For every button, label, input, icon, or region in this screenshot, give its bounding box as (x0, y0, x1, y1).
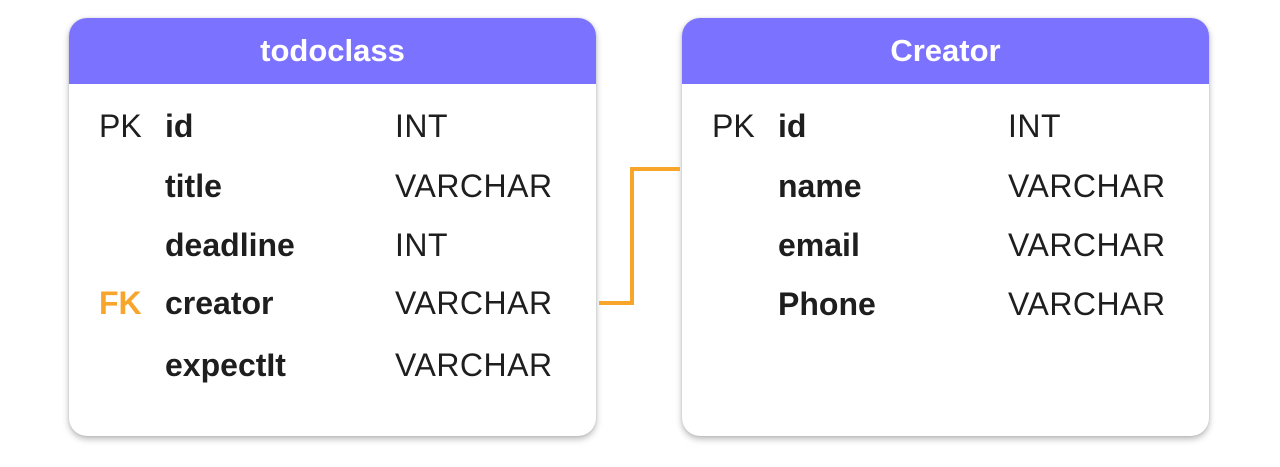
column-type: INT (1008, 108, 1062, 144)
column-name: deadline (165, 227, 295, 263)
column-row-title[interactable]: title VARCHAR (69, 168, 596, 212)
entity-creator[interactable]: Creator PK id INT name VARCHAR email VAR… (682, 18, 1209, 436)
column-name: id (778, 108, 807, 144)
column-type: INT (395, 108, 449, 144)
key-label-fk: FK (99, 285, 142, 321)
column-row-email[interactable]: email VARCHAR (682, 227, 1209, 271)
column-row-id[interactable]: PK id INT (69, 108, 596, 152)
column-row-id[interactable]: PK id INT (682, 108, 1209, 152)
key-label-pk: PK (99, 108, 142, 144)
column-name: id (165, 108, 194, 144)
column-type: INT (395, 227, 449, 263)
column-row-name[interactable]: name VARCHAR (682, 168, 1209, 212)
column-type: VARCHAR (395, 168, 553, 204)
entity-title: Creator (890, 33, 1001, 68)
column-name: expectIt (165, 347, 286, 383)
column-name: email (778, 227, 860, 263)
column-type: VARCHAR (1008, 227, 1166, 263)
entity-title: todoclass (260, 33, 405, 68)
column-type: VARCHAR (1008, 168, 1166, 204)
entity-header-todoclass: todoclass (69, 18, 596, 84)
column-row-expectit[interactable]: expectIt VARCHAR (69, 347, 596, 391)
column-row-deadline[interactable]: deadline INT (69, 227, 596, 271)
key-label-pk: PK (712, 108, 755, 144)
relationship-line (599, 167, 680, 305)
column-type: VARCHAR (1008, 286, 1166, 322)
column-name: title (165, 168, 222, 204)
column-row-creator[interactable]: FK creator VARCHAR (69, 285, 596, 329)
entity-header-creator: Creator (682, 18, 1209, 84)
entity-todoclass[interactable]: todoclass PK id INT title VARCHAR deadli… (69, 18, 596, 436)
column-name: name (778, 168, 862, 204)
column-type: VARCHAR (395, 347, 553, 383)
column-name: creator (165, 285, 274, 321)
column-type: VARCHAR (395, 285, 553, 321)
column-row-phone[interactable]: Phone VARCHAR (682, 286, 1209, 330)
column-name: Phone (778, 286, 876, 322)
